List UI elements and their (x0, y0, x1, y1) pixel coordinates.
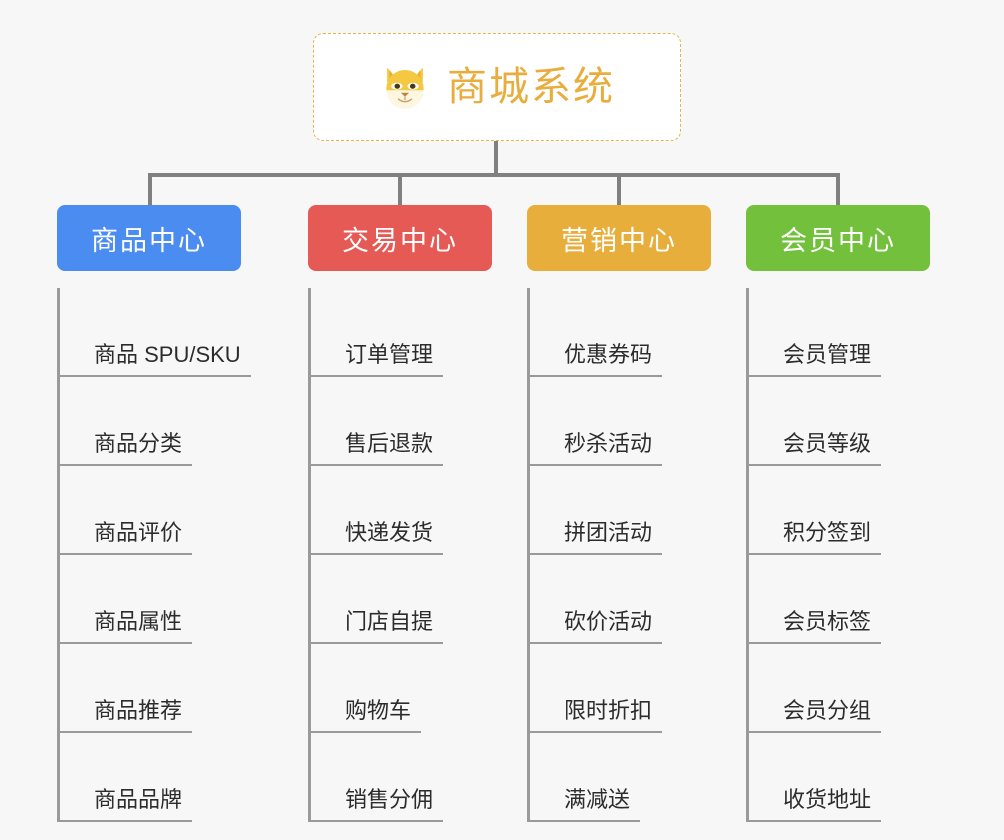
item-label: 收货地址 (749, 787, 882, 822)
list-item[interactable]: 积分签到 (749, 466, 966, 555)
category-label: 营销中心 (561, 225, 677, 256)
list-item[interactable]: 砍价活动 (530, 555, 747, 644)
item-label: 商品推荐 (60, 698, 193, 733)
item-label: 售后退款 (311, 431, 444, 466)
item-label: 订单管理 (311, 342, 444, 377)
item-label: 门店自提 (311, 609, 444, 644)
list-item[interactable]: 订单管理 (311, 288, 528, 377)
item-label: 积分签到 (749, 520, 882, 555)
category-header-marketing-center[interactable]: 营销中心 (527, 205, 711, 271)
item-label: 砍价活动 (530, 609, 663, 644)
connector-stem (494, 141, 498, 175)
item-label: 会员等级 (749, 431, 882, 466)
category-header-member-center[interactable]: 会员中心 (746, 205, 930, 271)
branch-member-center: 会员中心 会员管理 会员等级 积分签到 会员标签 会员分组 收货地址 (746, 205, 966, 822)
item-label: 商品 SPU/SKU (60, 342, 251, 377)
item-list-product-center: 商品 SPU/SKU 商品分类 商品评价 商品属性 商品推荐 商品品牌 (57, 288, 277, 822)
item-label: 满减送 (530, 787, 641, 822)
category-label: 会员中心 (780, 225, 896, 256)
list-item[interactable]: 秒杀活动 (530, 377, 747, 466)
category-header-product-center[interactable]: 商品中心 (57, 205, 241, 271)
category-label: 交易中心 (342, 225, 458, 256)
item-label: 销售分佣 (311, 787, 444, 822)
list-item[interactable]: 商品推荐 (60, 644, 277, 733)
list-item[interactable]: 收货地址 (749, 733, 966, 822)
list-item[interactable]: 会员分组 (749, 644, 966, 733)
connector-bus (148, 173, 840, 177)
item-list-member-center: 会员管理 会员等级 积分签到 会员标签 会员分组 收货地址 (746, 288, 966, 822)
item-list-trade-center: 订单管理 售后退款 快递发货 门店自提 购物车 销售分佣 (308, 288, 528, 822)
list-item[interactable]: 优惠券码 (530, 288, 747, 377)
branch-product-center: 商品中心 商品 SPU/SKU 商品分类 商品评价 商品属性 商品推荐 商品品牌 (57, 205, 277, 822)
list-item[interactable]: 门店自提 (311, 555, 528, 644)
item-label: 会员管理 (749, 342, 882, 377)
root-node-mall-system[interactable]: 商城系统 (313, 33, 681, 141)
list-item[interactable]: 商品品牌 (60, 733, 277, 822)
connector-drop-1 (148, 175, 152, 207)
list-item[interactable]: 售后退款 (311, 377, 528, 466)
category-header-trade-center[interactable]: 交易中心 (308, 205, 492, 271)
list-item[interactable]: 快递发货 (311, 466, 528, 555)
list-item[interactable]: 拼团活动 (530, 466, 747, 555)
connector-drop-3 (617, 175, 621, 207)
list-item[interactable]: 会员管理 (749, 288, 966, 377)
list-item[interactable]: 限时折扣 (530, 644, 747, 733)
list-item[interactable]: 会员标签 (749, 555, 966, 644)
connector-drop-2 (398, 175, 402, 207)
item-label: 拼团活动 (530, 520, 663, 555)
item-label: 会员标签 (749, 609, 882, 644)
item-label: 会员分组 (749, 698, 882, 733)
item-label: 商品分类 (60, 431, 193, 466)
list-item[interactable]: 购物车 (311, 644, 528, 733)
item-label: 限时折扣 (530, 698, 663, 733)
item-list-marketing-center: 优惠券码 秒杀活动 拼团活动 砍价活动 限时折扣 满减送 (527, 288, 747, 822)
list-item[interactable]: 满减送 (530, 733, 747, 822)
branch-marketing-center: 营销中心 优惠券码 秒杀活动 拼团活动 砍价活动 限时折扣 满减送 (527, 205, 747, 822)
list-item[interactable]: 销售分佣 (311, 733, 528, 822)
list-item[interactable]: 会员等级 (749, 377, 966, 466)
connector-drop-4 (836, 175, 840, 207)
item-label: 购物车 (311, 698, 422, 733)
list-item[interactable]: 商品 SPU/SKU (60, 288, 277, 377)
item-label: 快递发货 (311, 520, 444, 555)
item-label: 商品评价 (60, 520, 193, 555)
item-label: 商品品牌 (60, 787, 193, 822)
branch-trade-center: 交易中心 订单管理 售后退款 快递发货 门店自提 购物车 销售分佣 (308, 205, 528, 822)
category-label: 商品中心 (91, 225, 207, 256)
item-label: 商品属性 (60, 609, 193, 644)
list-item[interactable]: 商品评价 (60, 466, 277, 555)
item-label: 秒杀活动 (530, 431, 663, 466)
root-title: 商城系统 (447, 65, 615, 109)
list-item[interactable]: 商品分类 (60, 377, 277, 466)
list-item[interactable]: 商品属性 (60, 555, 277, 644)
item-label: 优惠券码 (530, 342, 663, 377)
shiba-dog-icon (379, 61, 431, 113)
